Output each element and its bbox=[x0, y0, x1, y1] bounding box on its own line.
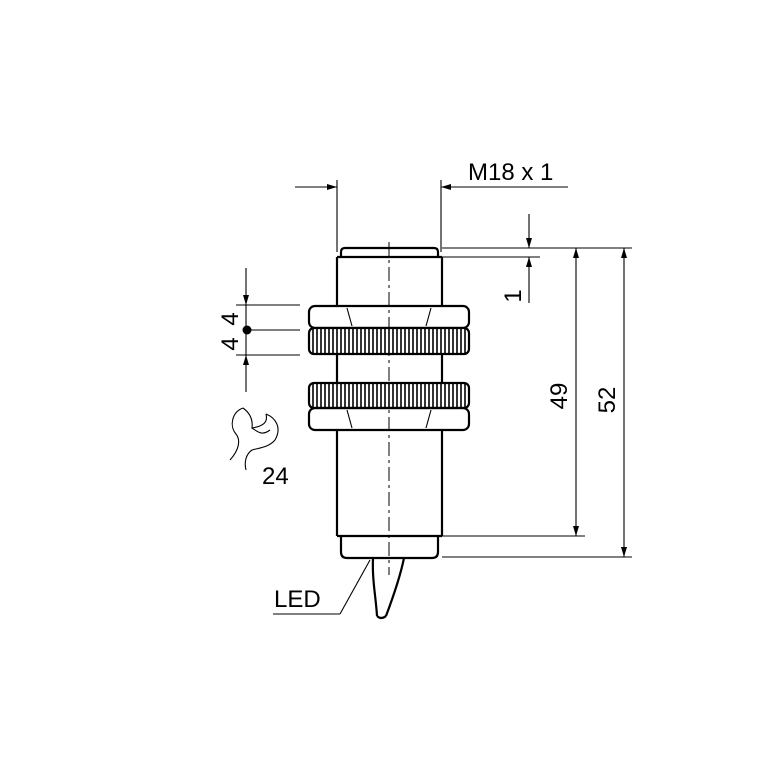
thread-label: M18 x 1 bbox=[468, 159, 553, 186]
thread-diameter-dimension: M18 x 1 bbox=[295, 159, 568, 252]
thread-length-dimension: 49 bbox=[442, 248, 585, 537]
nut-height-label-a: 4 bbox=[217, 312, 244, 325]
flange-dimension: 1 bbox=[442, 214, 632, 303]
wrench-icon: 24 bbox=[229, 407, 289, 490]
nut-height-dimension: 4 4 bbox=[217, 268, 300, 392]
led-callout: LED bbox=[273, 559, 371, 615]
total-length-label: 52 bbox=[594, 387, 621, 414]
total-length-dimension: 52 bbox=[442, 248, 632, 558]
cable bbox=[371, 557, 406, 620]
wrench-size-label: 24 bbox=[262, 463, 289, 490]
nut-height-label-b: 4 bbox=[217, 337, 244, 350]
led-label: LED bbox=[274, 586, 321, 613]
flange-label: 1 bbox=[500, 289, 527, 302]
thread-length-label: 49 bbox=[546, 383, 573, 410]
